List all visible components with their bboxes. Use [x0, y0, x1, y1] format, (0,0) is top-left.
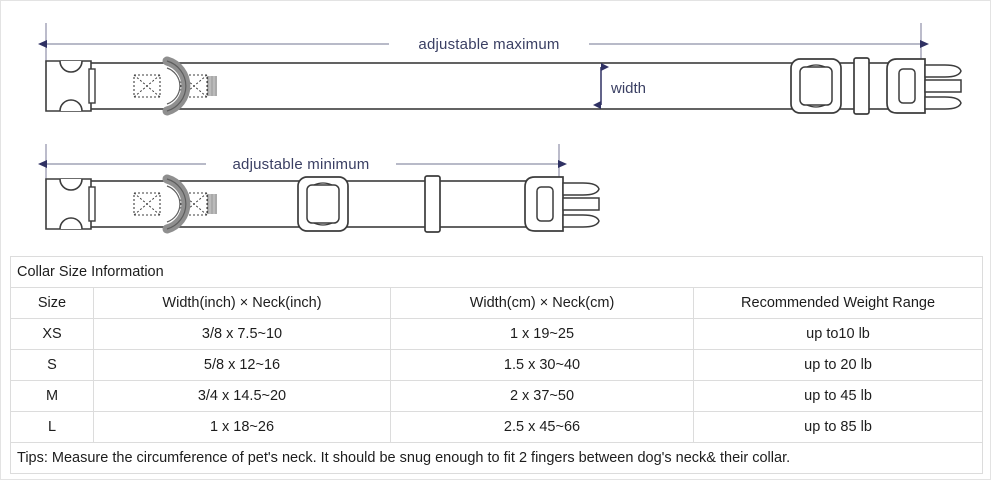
- label-adjustable-maximum: adjustable maximum: [418, 36, 559, 53]
- table-row: M 3/4 x 14.5~20 2 x 37~50 up to 45 lb: [10, 380, 984, 412]
- column-header-weight: Recommended Weight Range: [692, 287, 984, 319]
- cell-cm: 2 x 37~50: [390, 380, 694, 412]
- label-width: width: [610, 80, 646, 97]
- cell-weight: up to 85 lb: [692, 411, 984, 443]
- tri-glide-slider-max: [790, 58, 842, 114]
- table-row: S 5/8 x 12~16 1.5 x 30~40 up to 20 lb: [10, 349, 984, 381]
- collar-diagrams: adjustable maximum: [1, 1, 990, 253]
- table-row: XS 3/8 x 7.5~10 1 x 19~25 up to10 lb: [10, 318, 984, 350]
- female-buckle-min: [45, 178, 96, 230]
- cell-weight: up to 20 lb: [692, 349, 984, 381]
- female-buckle-max: [45, 60, 96, 112]
- cell-size: L: [10, 411, 94, 443]
- d-ring-min: [162, 174, 191, 234]
- cell-weight: up to10 lb: [692, 318, 984, 350]
- cell-inch: 5/8 x 12~16: [93, 349, 391, 381]
- table-caption-row: Collar Size Information: [9, 256, 984, 288]
- cell-cm: 2.5 x 45~66: [390, 411, 694, 443]
- dimension-width: width: [593, 63, 646, 109]
- cell-cm: 1 x 19~25: [390, 318, 694, 350]
- cell-size: M: [10, 380, 94, 412]
- webbing-strap-max: [85, 62, 917, 110]
- keeper-loop-min: [424, 175, 441, 233]
- cell-weight: up to 45 lb: [692, 380, 984, 412]
- column-header-cm: Width(cm) × Neck(cm): [390, 287, 694, 319]
- cell-size: S: [10, 349, 94, 381]
- collar-size-table: Collar Size Information Size Width(inch)…: [9, 256, 984, 474]
- d-ring-max: [162, 56, 191, 116]
- cell-inch: 1 x 18~26: [93, 411, 391, 443]
- label-adjustable-minimum: adjustable minimum: [233, 156, 370, 173]
- table-caption: Collar Size Information: [9, 256, 984, 288]
- cell-size: XS: [10, 318, 94, 350]
- diagram-adjustable-maximum: adjustable maximum: [38, 23, 962, 116]
- table-row: L 1 x 18~26 2.5 x 45~66 up to 85 lb: [10, 411, 984, 443]
- tri-glide-slider-min: [297, 176, 349, 232]
- table-header-row: Size Width(inch) × Neck(inch) Width(cm) …: [10, 287, 984, 319]
- column-header-size: Size: [10, 287, 94, 319]
- cell-inch: 3/4 x 14.5~20: [93, 380, 391, 412]
- cell-cm: 1.5 x 30~40: [390, 349, 694, 381]
- column-header-inch: Width(inch) × Neck(inch): [93, 287, 391, 319]
- diagram-adjustable-minimum: adjustable minimum: [38, 144, 600, 234]
- male-buckle-max: [886, 58, 962, 114]
- male-buckle-min: [524, 176, 600, 232]
- table-tips-row: Tips: Measure the circumference of pet's…: [9, 442, 984, 474]
- tips-text: Tips: Measure the circumference of pet's…: [9, 442, 984, 474]
- cell-inch: 3/8 x 7.5~10: [93, 318, 391, 350]
- keeper-loop-max: [853, 57, 870, 115]
